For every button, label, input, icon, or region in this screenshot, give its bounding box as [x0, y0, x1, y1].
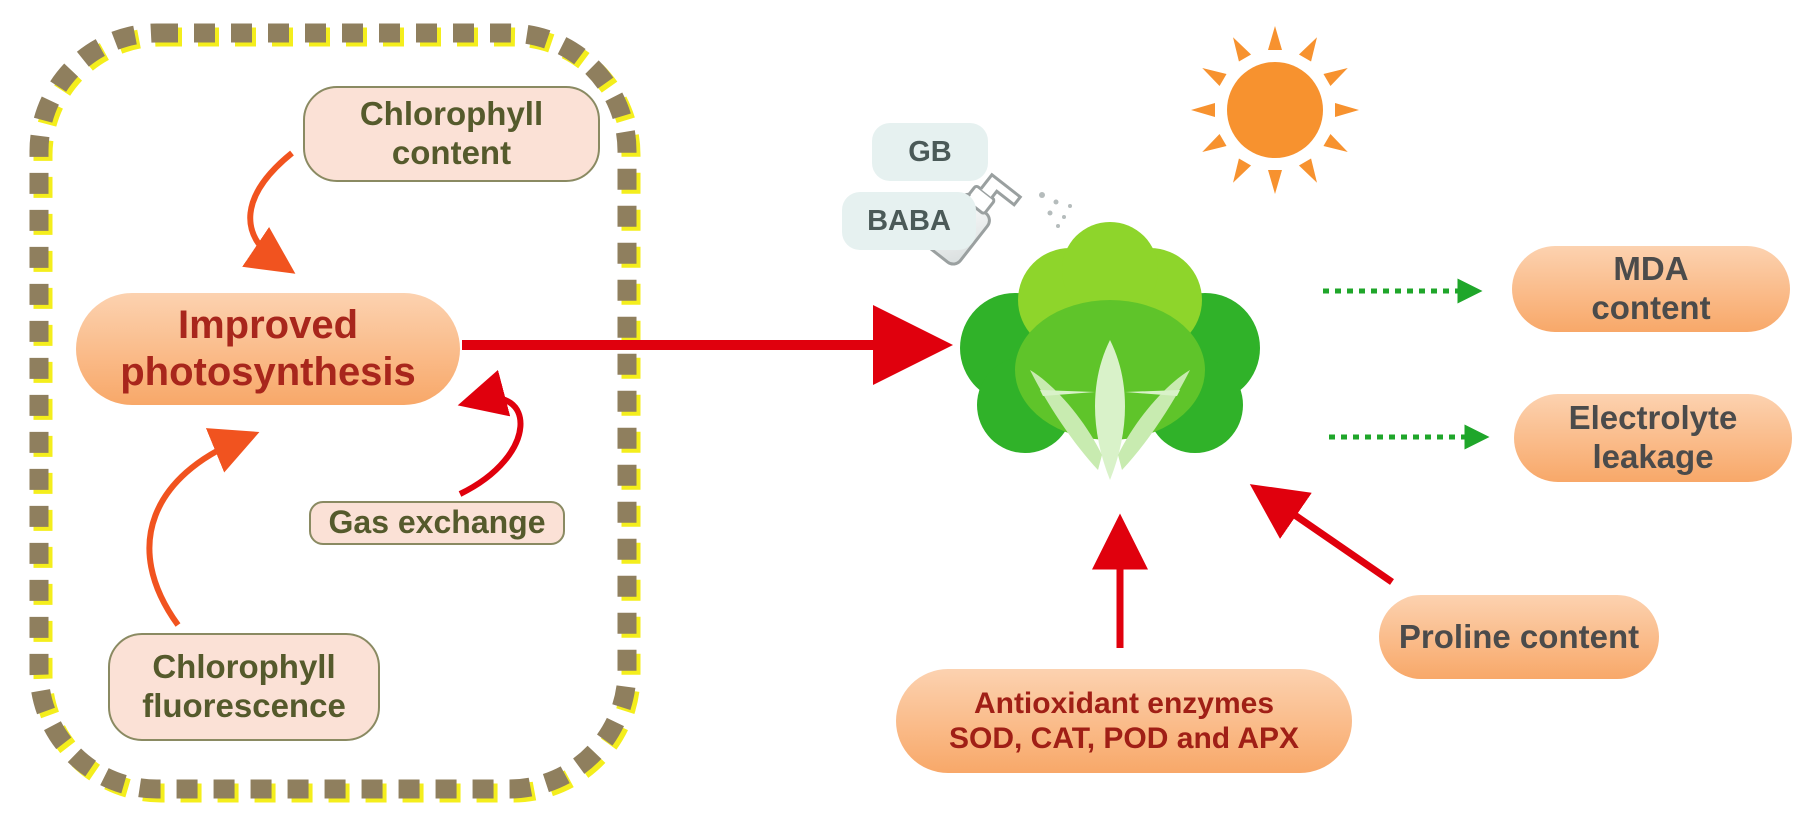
proline-content-label: Proline content	[1398, 617, 1640, 655]
gas-exchange-label: Gas exchange	[328, 504, 546, 541]
electrolyte-leakage-node: Electrolyte leakage	[1514, 394, 1792, 482]
chlorophyll-content-line2: content	[391, 134, 512, 171]
arrow-proline-to-lettuce	[1249, 484, 1394, 585]
gas-exchange-node: Gas exchange	[309, 501, 565, 545]
improved-photosynthesis-node: Improved photosynthesis	[76, 293, 460, 405]
improved-photosynthesis-line1: Improved	[177, 302, 359, 347]
antioxidant-enzymes-line1: Antioxidant enzymes	[973, 686, 1275, 720]
mda-content-node: MDA content	[1512, 246, 1790, 332]
antioxidant-enzymes-node: Antioxidant enzymes SOD, CAT, POD and AP…	[896, 669, 1352, 773]
baba-text: BABA	[867, 204, 951, 237]
chlorophyll-fluorescence-line1: Chlorophyll	[152, 648, 336, 686]
improved-photosynthesis-line2: photosynthesis	[120, 350, 416, 394]
mda-content-line1: MDA	[1613, 250, 1689, 288]
antioxidant-enzymes-line2: SOD, CAT, POD and APX	[948, 722, 1300, 755]
gb-text: GB	[908, 135, 952, 168]
gb-treatment-label: GB	[872, 123, 988, 181]
chlorophyll-fluorescence-node: Chlorophyll fluorescence	[108, 633, 380, 741]
mda-content-line2: content	[1591, 289, 1711, 326]
chlorophyll-fluorescence-line2: fluorescence	[142, 687, 346, 724]
baba-treatment-label: BABA	[842, 192, 976, 250]
lettuce-icon	[960, 222, 1260, 480]
arrow-chlorophyll-content-to-photosynthesis	[242, 150, 296, 274]
arrow-fluorescence-to-photosynthesis	[146, 428, 260, 627]
spray-mist	[1039, 192, 1072, 228]
arrow-gas-exchange-to-photosynthesis	[457, 369, 524, 497]
electrolyte-leakage-line2: leakage	[1592, 438, 1714, 475]
dashed-boundary	[29, 23, 637, 799]
sun-icon	[1191, 26, 1359, 194]
chlorophyll-content-node: Chlorophyll content	[303, 86, 600, 182]
electrolyte-leakage-line1: Electrolyte	[1568, 399, 1738, 437]
proline-content-node: Proline content	[1379, 595, 1659, 679]
chlorophyll-content-line1: Chlorophyll	[359, 95, 544, 133]
